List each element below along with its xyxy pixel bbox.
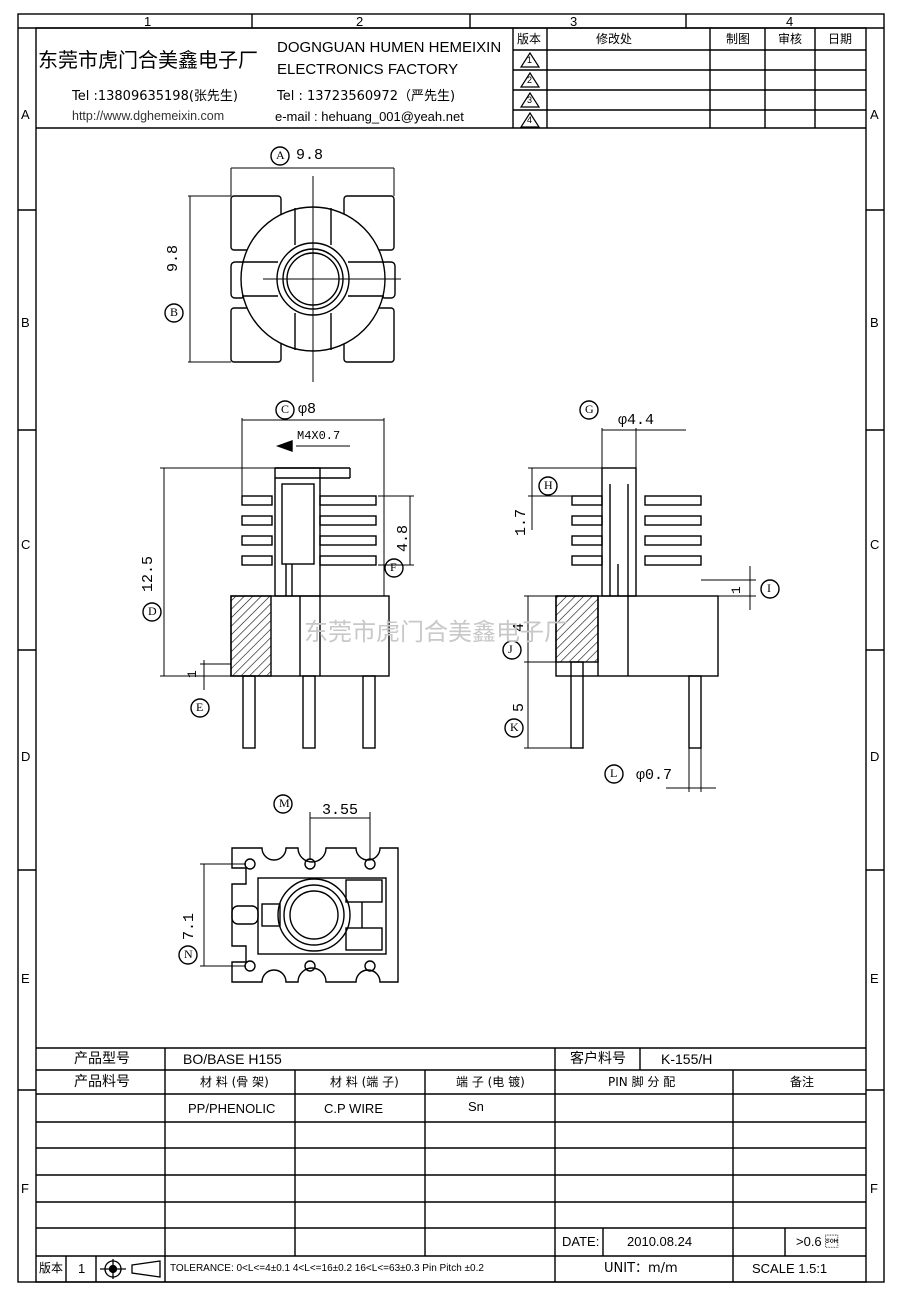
date-value: 2010.08.24 xyxy=(627,1234,693,1249)
callout-h: H xyxy=(544,478,553,492)
spec-value: >0.6  xyxy=(796,1234,839,1249)
phone-1: Tel :13809635198(张先生) xyxy=(72,89,238,104)
right-view xyxy=(502,400,780,792)
thread-spec: M4X0.7 xyxy=(297,429,341,443)
row-label-f-left: F xyxy=(21,1181,29,1196)
row-label-e-left: E xyxy=(21,971,30,986)
customer-part-label: 客户料号 xyxy=(570,1051,626,1067)
company-name-en-line1: DOGNGUAN HUMEN HEMEIXIN xyxy=(277,39,502,56)
terminal-plating-value: Sn xyxy=(468,1099,484,1114)
version-value: 1 xyxy=(78,1261,86,1276)
callout-i: I xyxy=(767,581,771,595)
rev-mark-1: 1 xyxy=(527,55,533,65)
watermark-text: 东莞市虎门合美鑫电子厂 xyxy=(304,618,568,646)
column-label-4: 4 xyxy=(786,14,794,29)
customer-part-value: K-155/H xyxy=(661,1051,713,1067)
row-label-b-left: B xyxy=(21,315,30,330)
remark-label: 备注 xyxy=(790,1075,815,1089)
callout-f: F xyxy=(390,560,397,574)
callout-c: C xyxy=(281,402,290,416)
callout-a: A xyxy=(276,148,285,162)
website-link[interactable]: http://www.dghemeixin.com xyxy=(72,109,225,123)
material-frame-value: PP/PHENOLIC xyxy=(188,1101,276,1116)
rev-header-checked: 审核 xyxy=(778,32,803,46)
column-label-1: 1 xyxy=(144,14,152,29)
rev-header-date: 日期 xyxy=(828,32,853,46)
callout-b: B xyxy=(170,305,179,319)
dim-n-value: 7.1 xyxy=(181,912,198,940)
row-label-d-left: D xyxy=(21,749,31,764)
row-label-a-left: A xyxy=(21,107,30,122)
dim-g-value: φ4.4 xyxy=(618,412,655,429)
product-model-label: 产品型号 xyxy=(74,1051,130,1067)
callout-g: G xyxy=(585,402,594,416)
company-name-cn: 东莞市虎门合美鑫电子厂 xyxy=(38,48,258,72)
email-link[interactable]: e-mail : hehuang_001@yeah.net xyxy=(275,109,464,124)
product-part-label: 产品料号 xyxy=(74,1074,130,1090)
rev-mark-4: 4 xyxy=(527,115,533,125)
dim-b-value: 9.8 xyxy=(165,244,182,272)
callout-k: K xyxy=(510,720,519,734)
rev-mark-2: 2 xyxy=(527,75,533,85)
callout-l: L xyxy=(610,766,618,780)
column-label-2: 2 xyxy=(356,14,364,29)
material-frame-label: 材 料 (骨 架) xyxy=(200,1075,269,1089)
dim-i-value: 1 xyxy=(729,586,744,594)
rev-header-version: 版本 xyxy=(517,32,542,46)
tolerance-note: TOLERANCE: 0<L<=4±0.1 4<L<=16±0.2 16<L<=… xyxy=(170,1263,484,1274)
top-view xyxy=(164,146,401,382)
row-label-a-right: A xyxy=(870,107,879,122)
pin-assignment-label: PIN 脚 分 配 xyxy=(608,1075,676,1089)
unit-label: UNIT：m/m xyxy=(604,1261,678,1276)
dim-l-value: φ0.7 xyxy=(636,767,673,784)
dim-c-value: φ8 xyxy=(298,401,317,418)
dim-a-value: 9.8 xyxy=(296,147,324,164)
callout-d: D xyxy=(148,604,157,618)
dim-d-value: 12.5 xyxy=(140,555,157,592)
material-terminal-value: C.P WIRE xyxy=(324,1101,383,1116)
scale-label: SCALE 1.5:1 xyxy=(752,1261,828,1276)
dim-m-value: 3.55 xyxy=(322,802,359,819)
company-name-en-line2: ELECTRONICS FACTORY xyxy=(277,61,459,78)
product-model-value: BO/BASE H155 xyxy=(183,1051,282,1067)
dim-h-value: 1.7 xyxy=(513,508,530,536)
date-label: DATE: xyxy=(562,1234,600,1249)
rev-header-change: 修改处 xyxy=(596,32,633,46)
callout-e: E xyxy=(196,700,204,714)
material-terminal-label: 材 料 (端 子) xyxy=(330,1075,399,1089)
dim-e-value: 1 xyxy=(185,670,200,678)
row-label-e-right: E xyxy=(870,971,879,986)
dim-k-value: 5 xyxy=(511,702,528,712)
callout-m: M xyxy=(279,796,290,810)
side-view xyxy=(142,400,414,749)
rev-header-drawn: 制图 xyxy=(726,32,751,46)
phone-2: Tel : 13723560972（严先生) xyxy=(277,89,456,104)
column-label-3: 3 xyxy=(570,14,578,29)
dim-f-value: 4.8 xyxy=(395,524,412,552)
rev-mark-3: 3 xyxy=(527,95,533,105)
row-label-c-right: C xyxy=(870,537,880,552)
row-label-f-right: F xyxy=(870,1181,878,1196)
row-label-d-right: D xyxy=(870,749,880,764)
callout-j: J xyxy=(508,642,513,656)
row-label-c-left: C xyxy=(21,537,31,552)
row-label-b-right: B xyxy=(870,315,879,330)
version-label: 版本 xyxy=(39,1261,64,1275)
callout-n: N xyxy=(184,947,193,961)
bottom-view xyxy=(178,794,399,983)
terminal-plating-label: 端 子 (电 镀) xyxy=(456,1075,525,1089)
